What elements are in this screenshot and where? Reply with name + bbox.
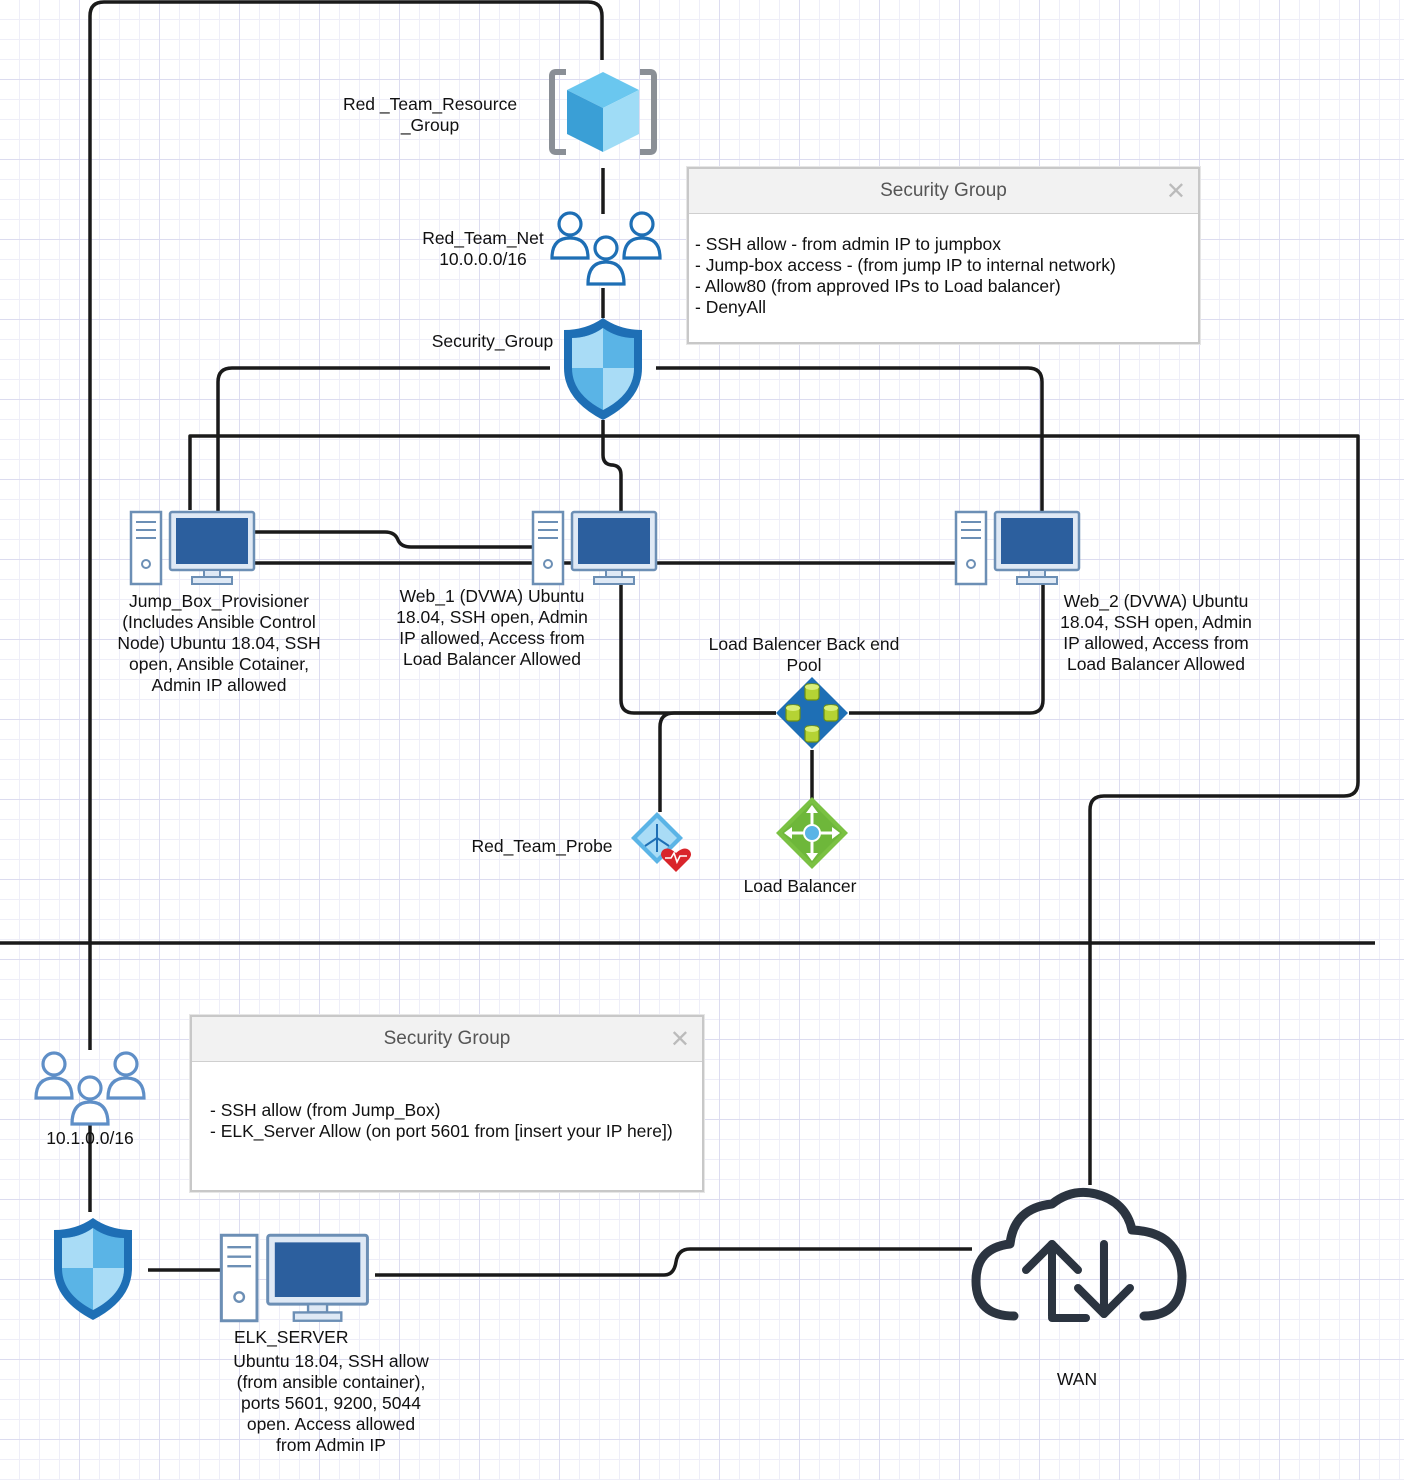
- wire-pool-web2: [849, 585, 1045, 715]
- users-icon[interactable]: [548, 208, 664, 295]
- rule-item: - DenyAll: [695, 297, 766, 317]
- net2-label: 10.1.0.0/16: [46, 1128, 134, 1148]
- close-icon[interactable]: ✕: [669, 1025, 690, 1053]
- wire-jumpbox-web1: [255, 530, 532, 549]
- elk-computer-icon[interactable]: [219, 1232, 371, 1329]
- probe-label: Red_Team_Probe: [471, 836, 613, 856]
- rule-item: - SSH allow - from admin IP to jumpbox: [695, 234, 1002, 254]
- panel-title: Security Group: [880, 180, 1007, 201]
- jumpbox-computer-icon[interactable]: [129, 510, 257, 591]
- wan-label: WAN: [1056, 1369, 1098, 1389]
- security-group-label: Security_Group: [431, 331, 554, 351]
- wire-web1-pool: [619, 585, 776, 715]
- web1-label: Web_1 (DVWA) Ubuntu 18.04, SSH open, Adm…: [396, 586, 588, 669]
- users-icon[interactable]: [32, 1048, 148, 1135]
- rule-item: - Allow80 (from approved IPs to Load bal…: [695, 276, 1061, 296]
- shield-icon[interactable]: [562, 316, 644, 427]
- rules-list: - SSH allow (from Jump_Box) - ELK_Server…: [192, 1062, 702, 1142]
- net-label: Red_Team_Net 10.0.0.0/16: [422, 228, 544, 269]
- rule-item: - ELK_Server Allow (on port 5601 from [i…: [210, 1121, 673, 1141]
- rules-list: - SSH allow - from admin IP to jumpbox -…: [689, 214, 1198, 318]
- security-group-panel: Security Group ✕ - SSH allow - from admi…: [687, 167, 1200, 344]
- elk-server-label: ELK_SERVER: [234, 1327, 349, 1347]
- probe-icon[interactable]: [629, 810, 693, 879]
- wire-elk-wan: [375, 1247, 972, 1277]
- web2-computer-icon[interactable]: [954, 510, 1082, 591]
- shield-icon[interactable]: [52, 1214, 134, 1329]
- backend-pool-label: Load Balencer Back end Pool: [708, 634, 900, 675]
- rule-item: - Jump-box access - (from jump IP to int…: [695, 255, 1116, 275]
- close-icon[interactable]: ✕: [1165, 177, 1186, 205]
- resource-group-label: Red _Team_Resource _Group: [342, 94, 518, 135]
- elk-description: Ubuntu 18.04, SSH allow (from ansible co…: [233, 1351, 429, 1455]
- wire-shield-web2: [656, 366, 1044, 515]
- wire-outer-loop: [88, 0, 604, 1050]
- panel-title: Security Group: [383, 1028, 511, 1049]
- rule-item: - SSH allow (from Jump_Box): [210, 1100, 441, 1120]
- wire-shield-jumpbox: [216, 366, 550, 515]
- load-balancer-icon[interactable]: [774, 795, 850, 876]
- security-group-panel-header: Security Group ✕: [192, 1017, 702, 1062]
- resource-group-icon[interactable]: [548, 66, 658, 163]
- wire-pool-probe: [658, 711, 776, 812]
- load-balancer-label: Load Balancer: [743, 876, 857, 896]
- web2-label: Web_2 (DVWA) Ubuntu 18.04, SSH open, Adm…: [1060, 591, 1252, 674]
- cloud-icon[interactable]: [970, 1186, 1188, 1331]
- jumpbox-label: Jump_Box_Provisioner (Includes Ansible C…: [117, 591, 321, 695]
- backend-pool-icon[interactable]: [774, 675, 850, 756]
- security-group-panel: Security Group ✕ - SSH allow (from Jump_…: [190, 1015, 704, 1192]
- wire-frame-wan: [188, 434, 1360, 1185]
- security-group-panel-header: Security Group ✕: [689, 169, 1198, 214]
- web1-computer-icon[interactable]: [531, 510, 659, 591]
- wire-shield-web1: [601, 420, 623, 512]
